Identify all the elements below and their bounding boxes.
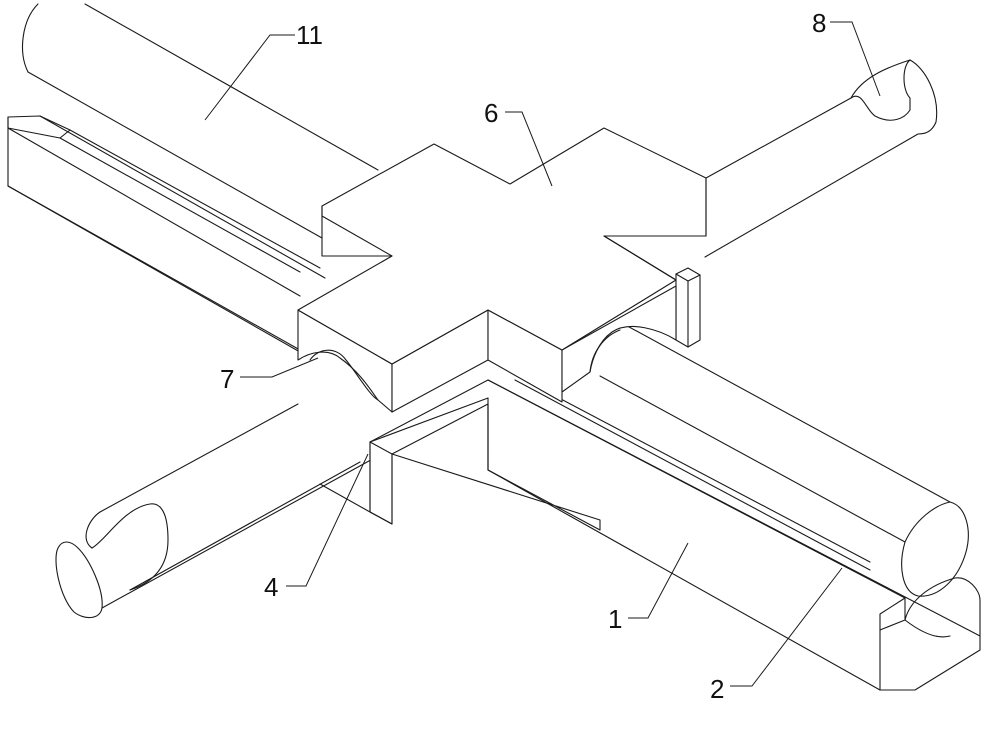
label-2: 2	[710, 674, 724, 704]
lower-right-pipe	[599, 321, 969, 597]
reference-numerals: 11 8 6 7 4 1 2	[220, 8, 826, 704]
lower-left-pipe	[55, 403, 379, 619]
leader-2	[730, 567, 843, 687]
lower-base-block	[319, 379, 981, 691]
leader-7	[240, 357, 319, 378]
leader-11	[204, 34, 295, 121]
cross-connector	[297, 127, 707, 413]
leader-8	[830, 21, 881, 97]
right-stub-block	[675, 267, 701, 348]
label-7: 7	[220, 364, 234, 394]
upper-right-pipe	[704, 59, 938, 258]
leader-4	[286, 453, 369, 587]
upper-left-rail-block	[7, 115, 326, 353]
label-11: 11	[296, 20, 323, 50]
label-8: 8	[812, 8, 826, 38]
label-4: 4	[264, 572, 278, 602]
label-1: 1	[608, 604, 622, 634]
upper-left-pipe	[22, 3, 379, 239]
leader-lines	[204, 21, 881, 687]
label-6: 6	[484, 98, 498, 128]
leader-1	[628, 542, 689, 619]
leader-6	[505, 111, 553, 187]
